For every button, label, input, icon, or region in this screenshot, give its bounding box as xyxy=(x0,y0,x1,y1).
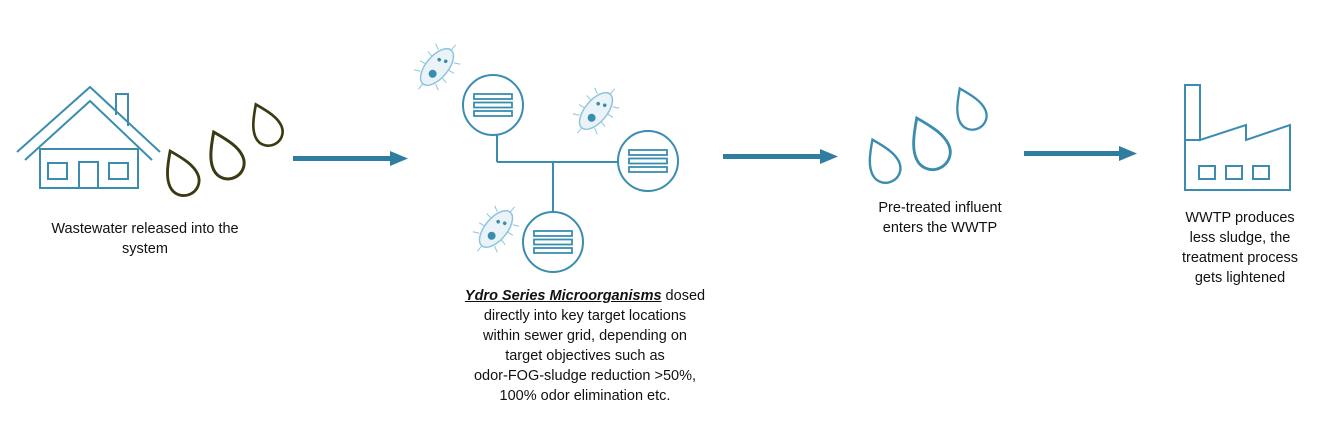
wastewater-drops-icon xyxy=(154,97,289,202)
step-3-caption: Pre-treated influent enters the WWTP xyxy=(850,198,1030,238)
product-name: Ydro Series Microorganisms xyxy=(464,288,662,304)
dosing-unit-icon xyxy=(522,211,584,273)
caption-line: system xyxy=(122,241,168,257)
caption-line: Ydro Series Microorganisms dosed xyxy=(440,286,730,306)
house-icon xyxy=(16,85,161,189)
arrow-right-icon xyxy=(1024,146,1137,161)
caption-line: Wastewater released into the xyxy=(51,221,239,237)
factory-icon xyxy=(1184,84,1291,191)
dosing-unit-icon xyxy=(617,130,679,192)
arrow-right-icon xyxy=(723,149,838,164)
caption-line: odor-FOG-sludge reduction >50%, xyxy=(473,368,697,384)
caption-line: within sewer grid, depending on xyxy=(483,328,687,344)
step-2-caption: Ydro Series Microorganisms dosed directl… xyxy=(440,286,730,406)
microorganism-icon xyxy=(413,43,461,91)
caption-line: WWTP produces xyxy=(1185,210,1295,226)
caption-line: treatment process xyxy=(1181,250,1299,266)
step-4-caption: WWTP produces less sludge, the treatment… xyxy=(1160,208,1320,288)
caption-line: directly into key target locations xyxy=(483,308,687,324)
step-1-caption: Wastewater released into the system xyxy=(15,219,275,259)
caption-line: target objectives such as xyxy=(505,348,665,364)
caption-line: 100% odor elimination etc. xyxy=(499,388,671,404)
microorganism-icon xyxy=(572,87,620,135)
caption-line: less sludge, the xyxy=(1189,230,1291,246)
dosing-unit-icon xyxy=(462,74,524,136)
pretreated-drops-icon xyxy=(857,81,993,189)
microorganism-icon xyxy=(472,205,520,253)
arrow-right-icon xyxy=(293,151,408,166)
caption-line: gets lightened xyxy=(1194,270,1286,286)
dosing-network xyxy=(496,135,620,212)
caption-line: enters the WWTP xyxy=(882,220,998,236)
caption-line: Pre-treated influent xyxy=(878,200,1002,216)
caption-line-rest: dosed xyxy=(661,288,706,304)
